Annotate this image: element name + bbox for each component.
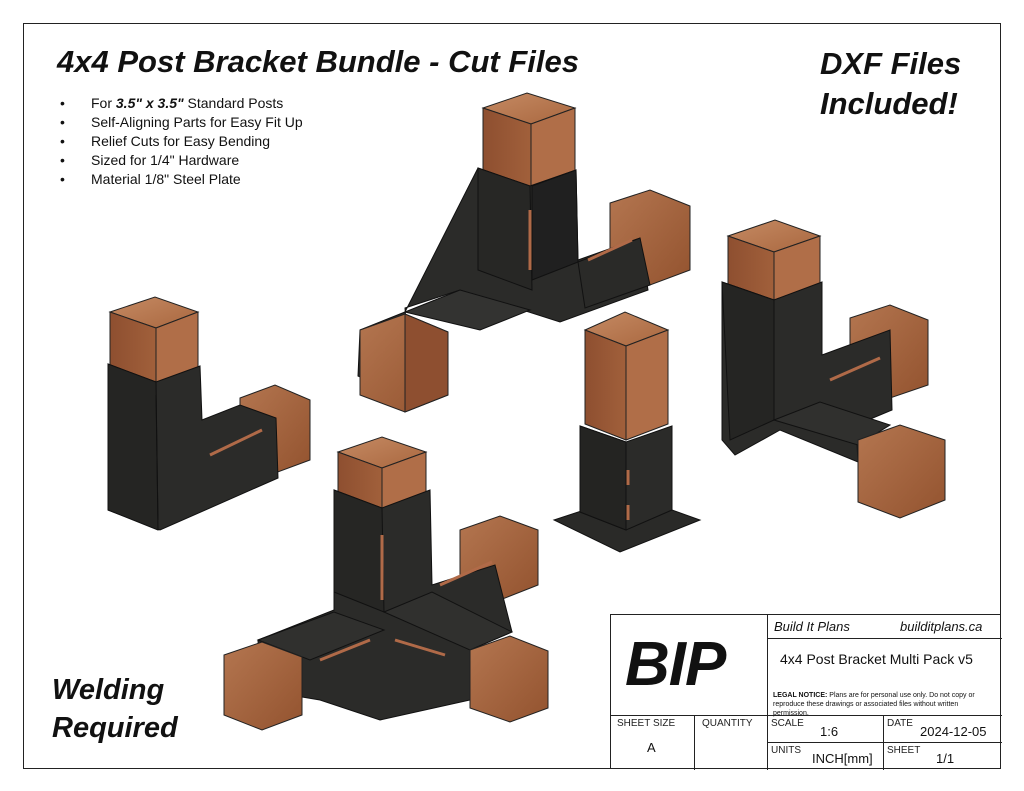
legal-text: Plans are for personal use only. Do not … xyxy=(773,692,975,717)
feature-item: Self-Aligning Parts for Easy Fit Up xyxy=(60,113,303,132)
sheet-cell: SHEET 1/1 xyxy=(884,743,1002,770)
scale-value: 1:6 xyxy=(820,724,839,739)
feature-item: For 3.5" x 3.5" Standard Posts xyxy=(60,94,303,113)
feature-emphasis: 3.5" x 3.5" xyxy=(115,95,184,111)
feature-item: Material 1/8" Steel Plate xyxy=(60,170,303,189)
sheet-size-label: SHEET SIZE xyxy=(617,718,676,729)
page-title: 4x4 Post Bracket Bundle - Cut Files xyxy=(57,44,579,79)
sheet-label: SHEET xyxy=(887,745,921,756)
base-plate-bracket xyxy=(552,311,702,553)
welding-note: Welding Required xyxy=(52,671,178,747)
drawing-title-cell: 4x4 Post Bracket Multi Pack v5 LEGAL NOT… xyxy=(768,639,1002,718)
date-value: 2024-12-05 xyxy=(920,724,987,739)
feature-text: For xyxy=(91,95,116,111)
units-cell: UNITS INCH[mm] xyxy=(768,743,884,770)
dxf-line-2: Included! xyxy=(820,86,958,121)
dxf-line-1: DXF Files xyxy=(820,46,962,81)
date-cell: DATE 2024-12-05 xyxy=(884,716,1002,743)
cross-bracket xyxy=(223,436,549,731)
legal-notice: LEGAL NOTICE: Plans are for personal use… xyxy=(773,691,995,718)
corner-bracket xyxy=(721,219,946,519)
units-label: UNITS xyxy=(771,745,801,756)
date-label: DATE xyxy=(887,718,913,729)
company-cell: Build It Plans builditplans.ca xyxy=(768,615,1002,639)
feature-list: For 3.5" x 3.5" Standard Posts Self-Alig… xyxy=(60,94,303,189)
quantity-label: QUANTITY xyxy=(702,718,753,729)
legal-label: LEGAL NOTICE: xyxy=(773,692,828,699)
scale-label: SCALE xyxy=(771,718,804,729)
l-bracket xyxy=(107,296,311,531)
sheet-value: 1/1 xyxy=(936,751,955,766)
welding-line-2: Required xyxy=(52,712,178,744)
dxf-callout: DXF Files Included! xyxy=(820,44,961,124)
sheet-size-value: A xyxy=(647,740,656,755)
feature-text: Standard Posts xyxy=(183,95,284,111)
scale-cell: SCALE 1:6 xyxy=(768,716,884,743)
bip-logo: BIP xyxy=(625,630,726,699)
quantity-cell: QUANTITY xyxy=(695,716,768,770)
units-value: INCH[mm] xyxy=(812,751,873,766)
website: builditplans.ca xyxy=(900,619,983,634)
sheet-border xyxy=(23,23,1001,769)
feature-item: Relief Cuts for Easy Bending xyxy=(60,132,303,151)
sheet-size-cell: SHEET SIZE A xyxy=(611,716,695,770)
drawing-title: 4x4 Post Bracket Multi Pack v5 xyxy=(780,651,973,667)
company-name: Build It Plans xyxy=(774,619,850,634)
t-bracket xyxy=(357,92,691,413)
feature-item: Sized for 1/4" Hardware xyxy=(60,151,303,170)
welding-line-1: Welding xyxy=(52,674,165,706)
title-block: BIP Build It Plans builditplans.ca 4x4 P… xyxy=(610,614,1002,770)
logo-cell: BIP xyxy=(611,615,768,716)
